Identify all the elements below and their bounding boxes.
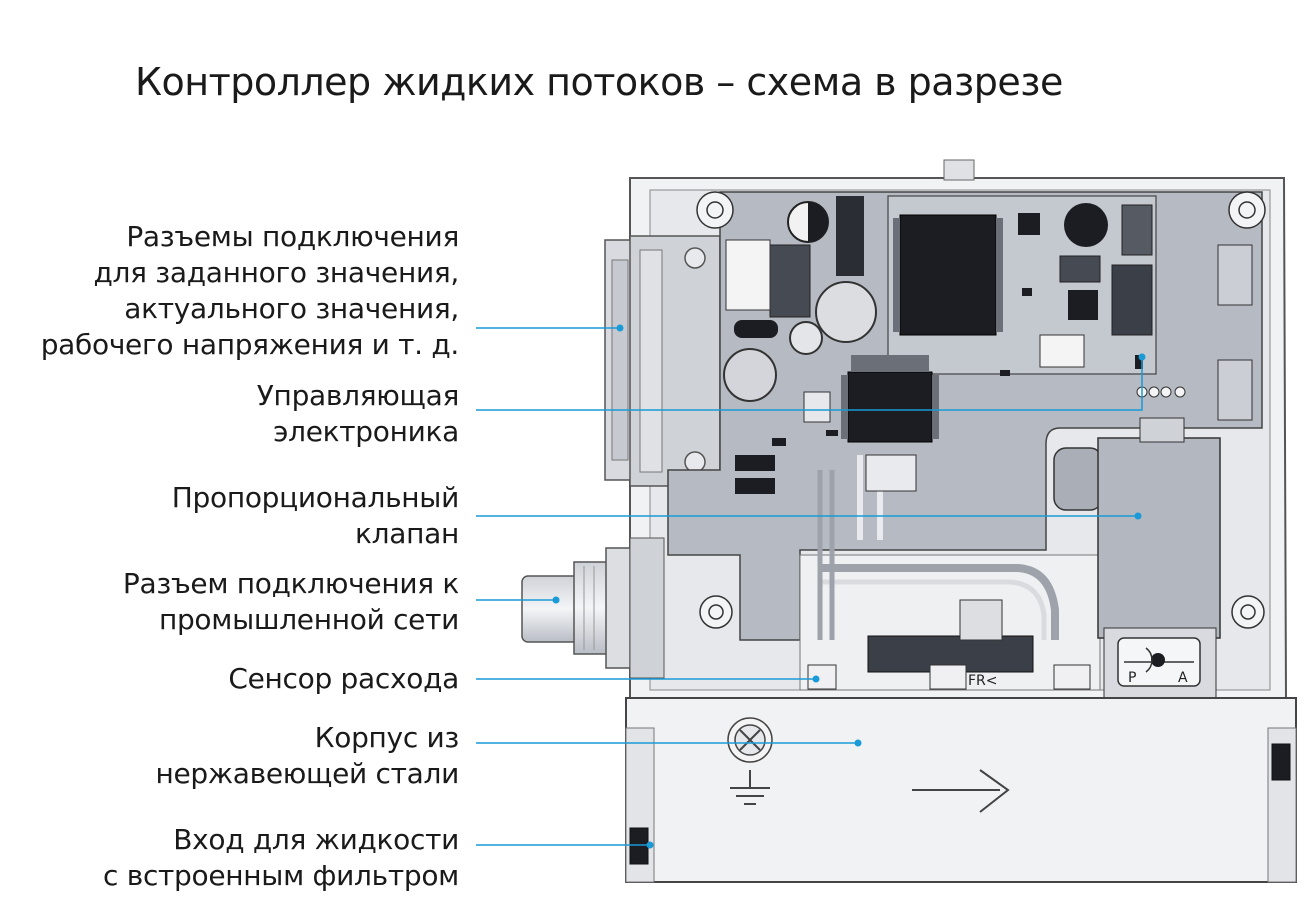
callout-sensor-dot xyxy=(812,675,820,683)
label-line: с встроенным фильтром xyxy=(103,859,459,892)
label-line: Разъемы подключения xyxy=(126,220,459,253)
flow-direction-arrow-icon xyxy=(912,769,1010,813)
label-electronics: Управляющая электроника xyxy=(256,378,460,450)
callout-electronics-dot xyxy=(1138,353,1146,361)
label-line: рабочего напряжения и т. д. xyxy=(40,328,460,361)
label-line: промышленной сети xyxy=(158,603,459,636)
label-line: клапан xyxy=(355,517,459,550)
stainless-steel-housing xyxy=(625,697,1297,883)
callout-electronics xyxy=(476,357,1143,411)
label-fieldbus: Разъем подключения к промышленной сети xyxy=(123,566,459,638)
label-line: Управляющая xyxy=(256,379,460,412)
label-line: Сенсор расхода xyxy=(228,662,459,695)
sensor-mark: FR< xyxy=(968,673,998,689)
callout-inlet-dot xyxy=(646,841,654,849)
label-line: актуального значения, xyxy=(124,292,459,325)
label-line: для заданного значения, xyxy=(93,256,459,289)
proportional-valve: P A xyxy=(1053,417,1221,699)
label-line: Корпус из xyxy=(314,721,460,754)
label-line: электроника xyxy=(273,415,459,448)
callout-connectors-dot xyxy=(616,324,624,332)
flow-sensor: FR< xyxy=(807,599,1091,690)
fieldbus-connector xyxy=(521,537,665,679)
label-line: Разъем подключения к xyxy=(122,567,459,600)
label-line: Пропорциональный xyxy=(171,481,460,514)
callout-valve-dot xyxy=(1134,512,1142,520)
callout-housing-dot xyxy=(854,739,862,747)
label-line: Вход для жидкости xyxy=(173,823,459,856)
setpoint-connector xyxy=(604,235,721,487)
label-sensor: Сенсор расхода xyxy=(228,661,459,697)
valve-mark-a: A xyxy=(1178,670,1188,686)
valve-mark-p: P xyxy=(1128,670,1136,686)
label-connectors: Разъемы подключения для заданного значен… xyxy=(40,219,460,363)
cover-screws xyxy=(696,191,1266,629)
callout-fieldbus-dot xyxy=(552,596,560,604)
label-line: нержавеющей стали xyxy=(155,757,459,790)
label-housing: Корпус из нержавеющей стали xyxy=(155,720,459,792)
label-inlet: Вход для жидкости с встроенным фильтром xyxy=(103,822,459,894)
label-valve: Пропорциональный клапан xyxy=(171,480,460,552)
page-title: Контроллер жидких потоков – схема в разр… xyxy=(135,60,1063,104)
control-electronics-board xyxy=(667,191,1263,641)
ground-icon xyxy=(730,770,770,805)
callout-lines xyxy=(476,324,1146,849)
